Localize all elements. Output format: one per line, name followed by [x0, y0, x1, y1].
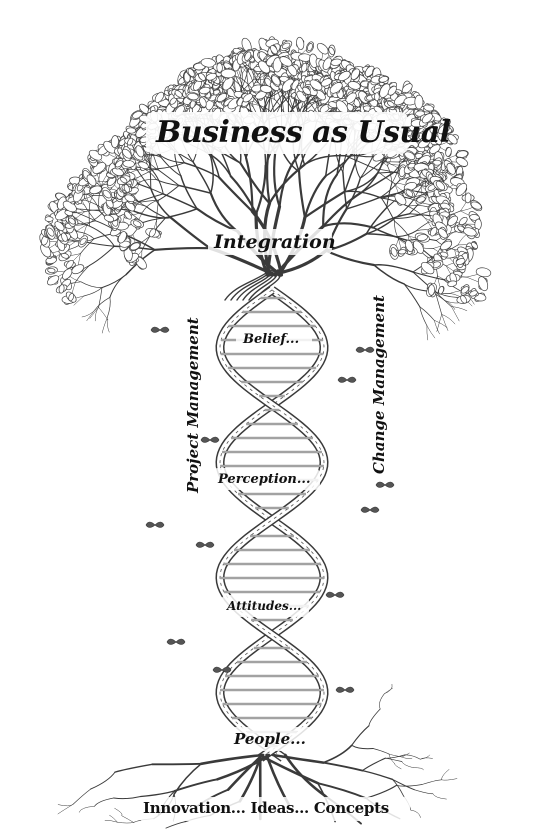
helix-label-attitudes: Attitudes... — [227, 600, 301, 612]
integration-label: Integration — [214, 233, 336, 252]
helix-label-belief: Belief... — [243, 333, 299, 346]
dna-helix — [220, 290, 324, 758]
change-management-label: Change Management — [372, 295, 387, 474]
roots-caption: Innovation... Ideas... Concepts — [143, 801, 389, 816]
helix-label-people: People... — [234, 732, 306, 747]
project-management-label: Project Management — [186, 317, 201, 493]
helix-label-perception: Perception... — [218, 473, 310, 486]
diagram-title: Business as Usual — [156, 118, 451, 148]
